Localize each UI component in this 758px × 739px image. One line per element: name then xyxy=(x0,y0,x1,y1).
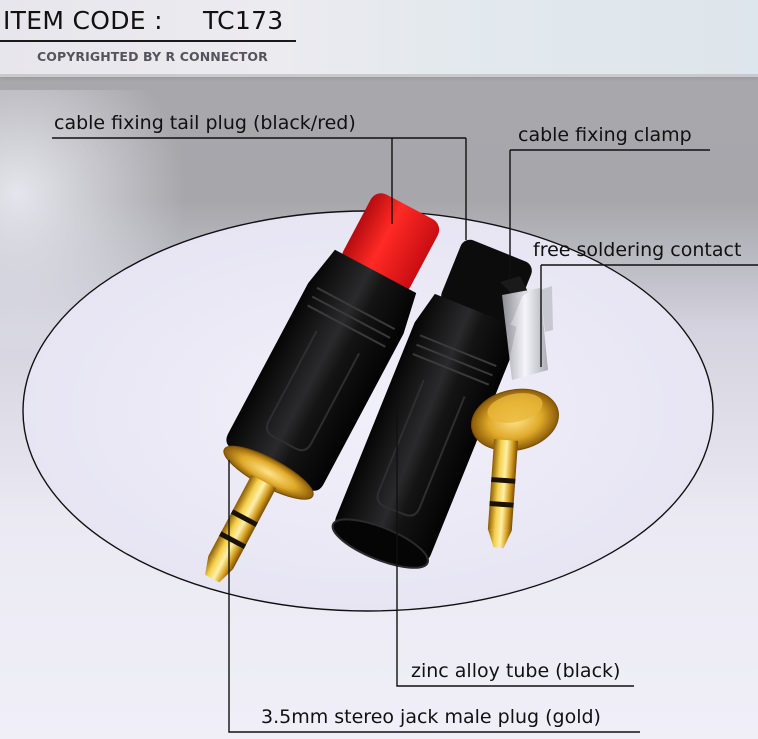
copyright-notice: COPYRIGHTED BY R CONNECTOR xyxy=(37,49,268,64)
label-jack: 3.5mm stereo jack male plug (gold) xyxy=(261,706,601,728)
label-tail-plug: cable fixing tail plug (black/red) xyxy=(54,112,356,134)
leader-contact xyxy=(540,264,758,367)
label-tube: zinc alloy tube (black) xyxy=(411,660,621,682)
item-code-underline xyxy=(0,40,296,42)
middle-tube xyxy=(331,239,532,569)
leader-jack xyxy=(228,460,640,733)
leader-clamp xyxy=(509,149,710,278)
item-code: ITEM CODE : TC173 xyxy=(3,6,283,40)
header-banner: ITEM CODE : TC173 COPYRIGHTED BY R CONNE… xyxy=(0,0,758,77)
leader-lines xyxy=(52,137,758,733)
item-code-value: TC173 xyxy=(203,6,284,35)
leader-tube xyxy=(396,398,634,687)
label-clamp: cable fixing clamp xyxy=(518,124,692,146)
leader-tail-plug xyxy=(52,137,467,240)
item-code-label: ITEM CODE : xyxy=(3,6,163,35)
left-plug-assembly xyxy=(205,193,440,583)
right-jack-assembly xyxy=(471,276,559,549)
label-contact: free soldering contact xyxy=(533,239,742,261)
